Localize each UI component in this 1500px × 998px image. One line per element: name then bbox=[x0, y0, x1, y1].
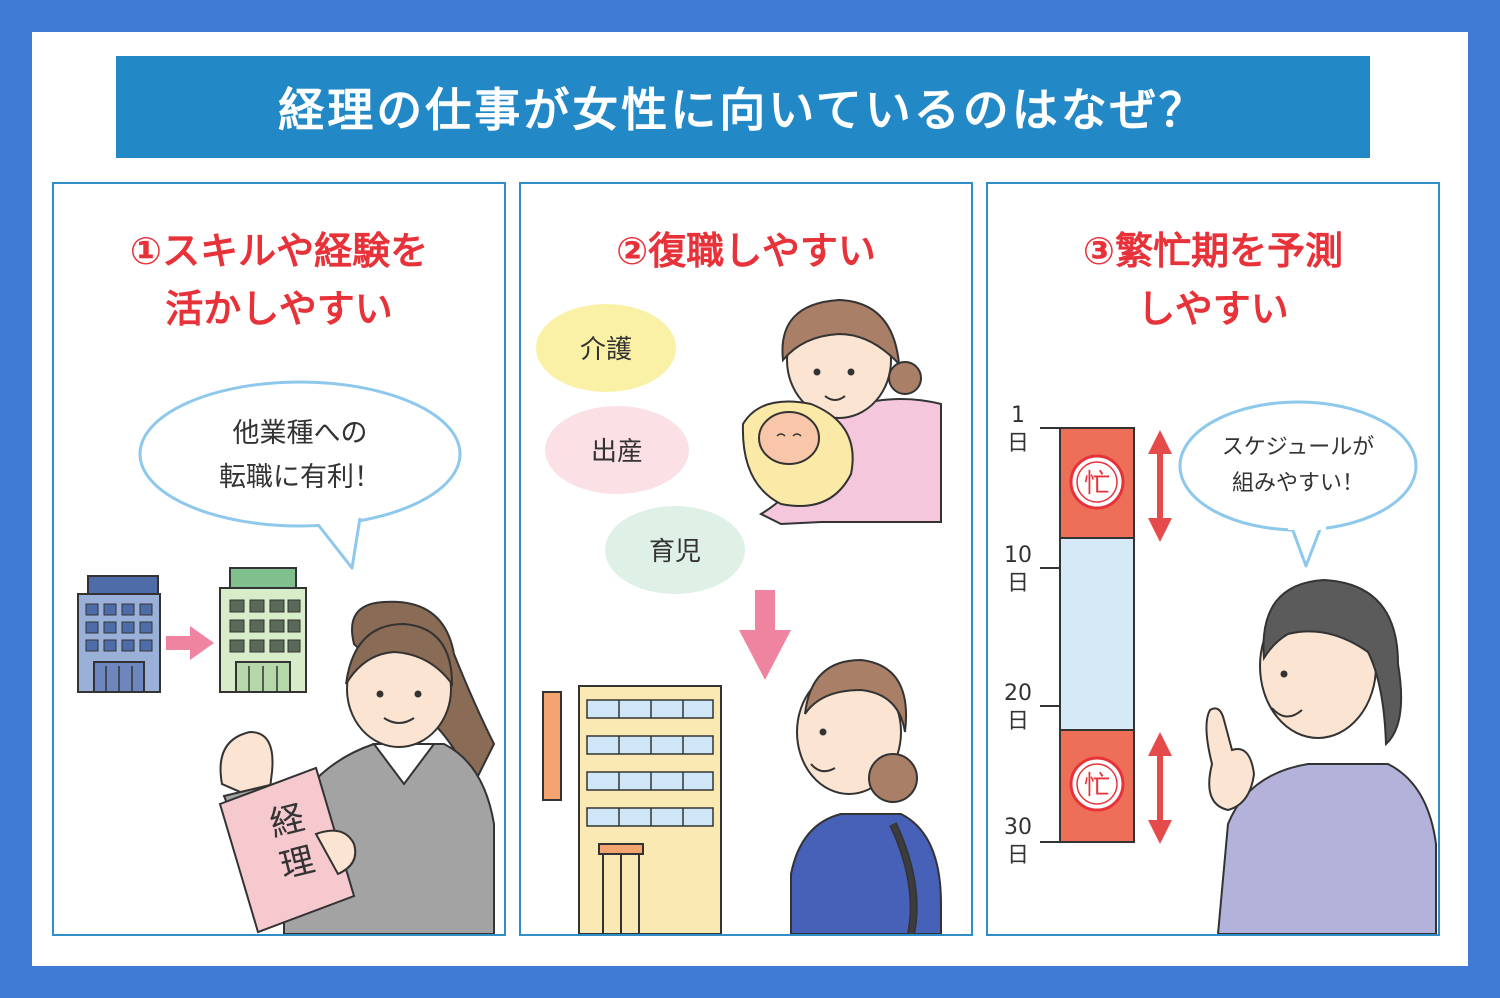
office-building-icon bbox=[542, 685, 722, 934]
keiri-document: 経 理 bbox=[218, 766, 357, 934]
day-label-unit: 日 bbox=[1007, 709, 1029, 734]
day-label-unit: 日 bbox=[1007, 843, 1029, 868]
arrow-right-icon bbox=[166, 626, 214, 660]
reason-label: 育児 bbox=[649, 537, 701, 567]
day-label-num: 20 bbox=[1004, 681, 1032, 706]
reason-bubble-ikuji: 育児 bbox=[605, 506, 745, 594]
day-label-num: 30 bbox=[1004, 815, 1032, 840]
busy-mark: 忙 bbox=[1084, 469, 1110, 499]
range-arrow-icon bbox=[1148, 732, 1172, 844]
busy-mark: 忙 bbox=[1084, 771, 1110, 801]
reason-label: 出産 bbox=[591, 437, 643, 467]
panel-skills: ①スキルや経験を 活かしやすい 他業種への 転職に有利！ bbox=[52, 182, 506, 936]
monthly-calendar-bar: 忙 忙 bbox=[1059, 427, 1135, 843]
panel-3-title-line-1: ③繁忙期を予測 bbox=[1082, 229, 1344, 273]
arrow-down-icon bbox=[739, 590, 791, 680]
page-title: 経理の仕事が女性に向いているのはなぜ？ bbox=[278, 83, 1208, 137]
mother-with-baby-illustration bbox=[741, 298, 942, 526]
title-banner: 経理の仕事が女性に向いているのはなぜ？ bbox=[116, 56, 1370, 158]
building-blue-icon bbox=[77, 575, 161, 693]
day-label-num: 1 bbox=[1011, 403, 1025, 428]
range-arrow-icon bbox=[1148, 430, 1172, 542]
reason-bubble-kaigo: 介護 bbox=[536, 304, 676, 392]
panel-1-title-line-2: 活かしやすい bbox=[165, 287, 393, 331]
day-label-unit: 日 bbox=[1007, 431, 1029, 456]
busy-stamp-icon: 忙 bbox=[1069, 454, 1125, 510]
woman-with-bag-illustration bbox=[790, 658, 942, 934]
panel-1-illustration: 他業種への 転職に有利！ bbox=[77, 380, 496, 934]
speech-bubble: スケジュールが 組みやすい！ bbox=[1178, 400, 1418, 568]
panel-return-to-work: ②復職しやすい 介護 出産 育児 bbox=[519, 182, 973, 936]
panel-3-title-line-2: しやすい bbox=[1137, 287, 1289, 331]
day-label-num: 10 bbox=[1004, 543, 1032, 568]
panel-2-illustration: 介護 出産 育児 bbox=[536, 298, 942, 934]
building-green-icon bbox=[219, 567, 307, 693]
panel-busy-season: ③繁忙期を予測 しやすい 忙 忙 1 bbox=[986, 182, 1440, 936]
bubble-text-line-2: 転職に有利！ bbox=[219, 462, 381, 493]
bubble-text-line-2: 組みやすい！ bbox=[1232, 471, 1364, 496]
day-labels: 1 日 10 日 20 日 30 日 bbox=[1004, 403, 1032, 868]
day-axis bbox=[1040, 427, 1060, 843]
bubble-text-line-1: スケジュールが bbox=[1222, 435, 1374, 460]
reason-label: 介護 bbox=[580, 335, 632, 365]
busy-stamp-icon: 忙 bbox=[1069, 756, 1125, 812]
woman-pointing-illustration bbox=[1205, 578, 1437, 934]
reason-bubble-shussan: 出産 bbox=[545, 406, 689, 494]
panel-3-illustration: 忙 忙 1 日 10 日 20 日 30 日 bbox=[1004, 400, 1437, 934]
day-label-unit: 日 bbox=[1007, 571, 1029, 596]
calm-period bbox=[1059, 537, 1135, 731]
speech-bubble: 他業種への 転職に有利！ bbox=[138, 380, 462, 570]
bubble-text-line-1: 他業種への bbox=[233, 418, 368, 449]
panel-2-title: ②復職しやすい bbox=[616, 229, 876, 273]
panel-1-title-line-1: ①スキルや経験を bbox=[129, 229, 429, 273]
